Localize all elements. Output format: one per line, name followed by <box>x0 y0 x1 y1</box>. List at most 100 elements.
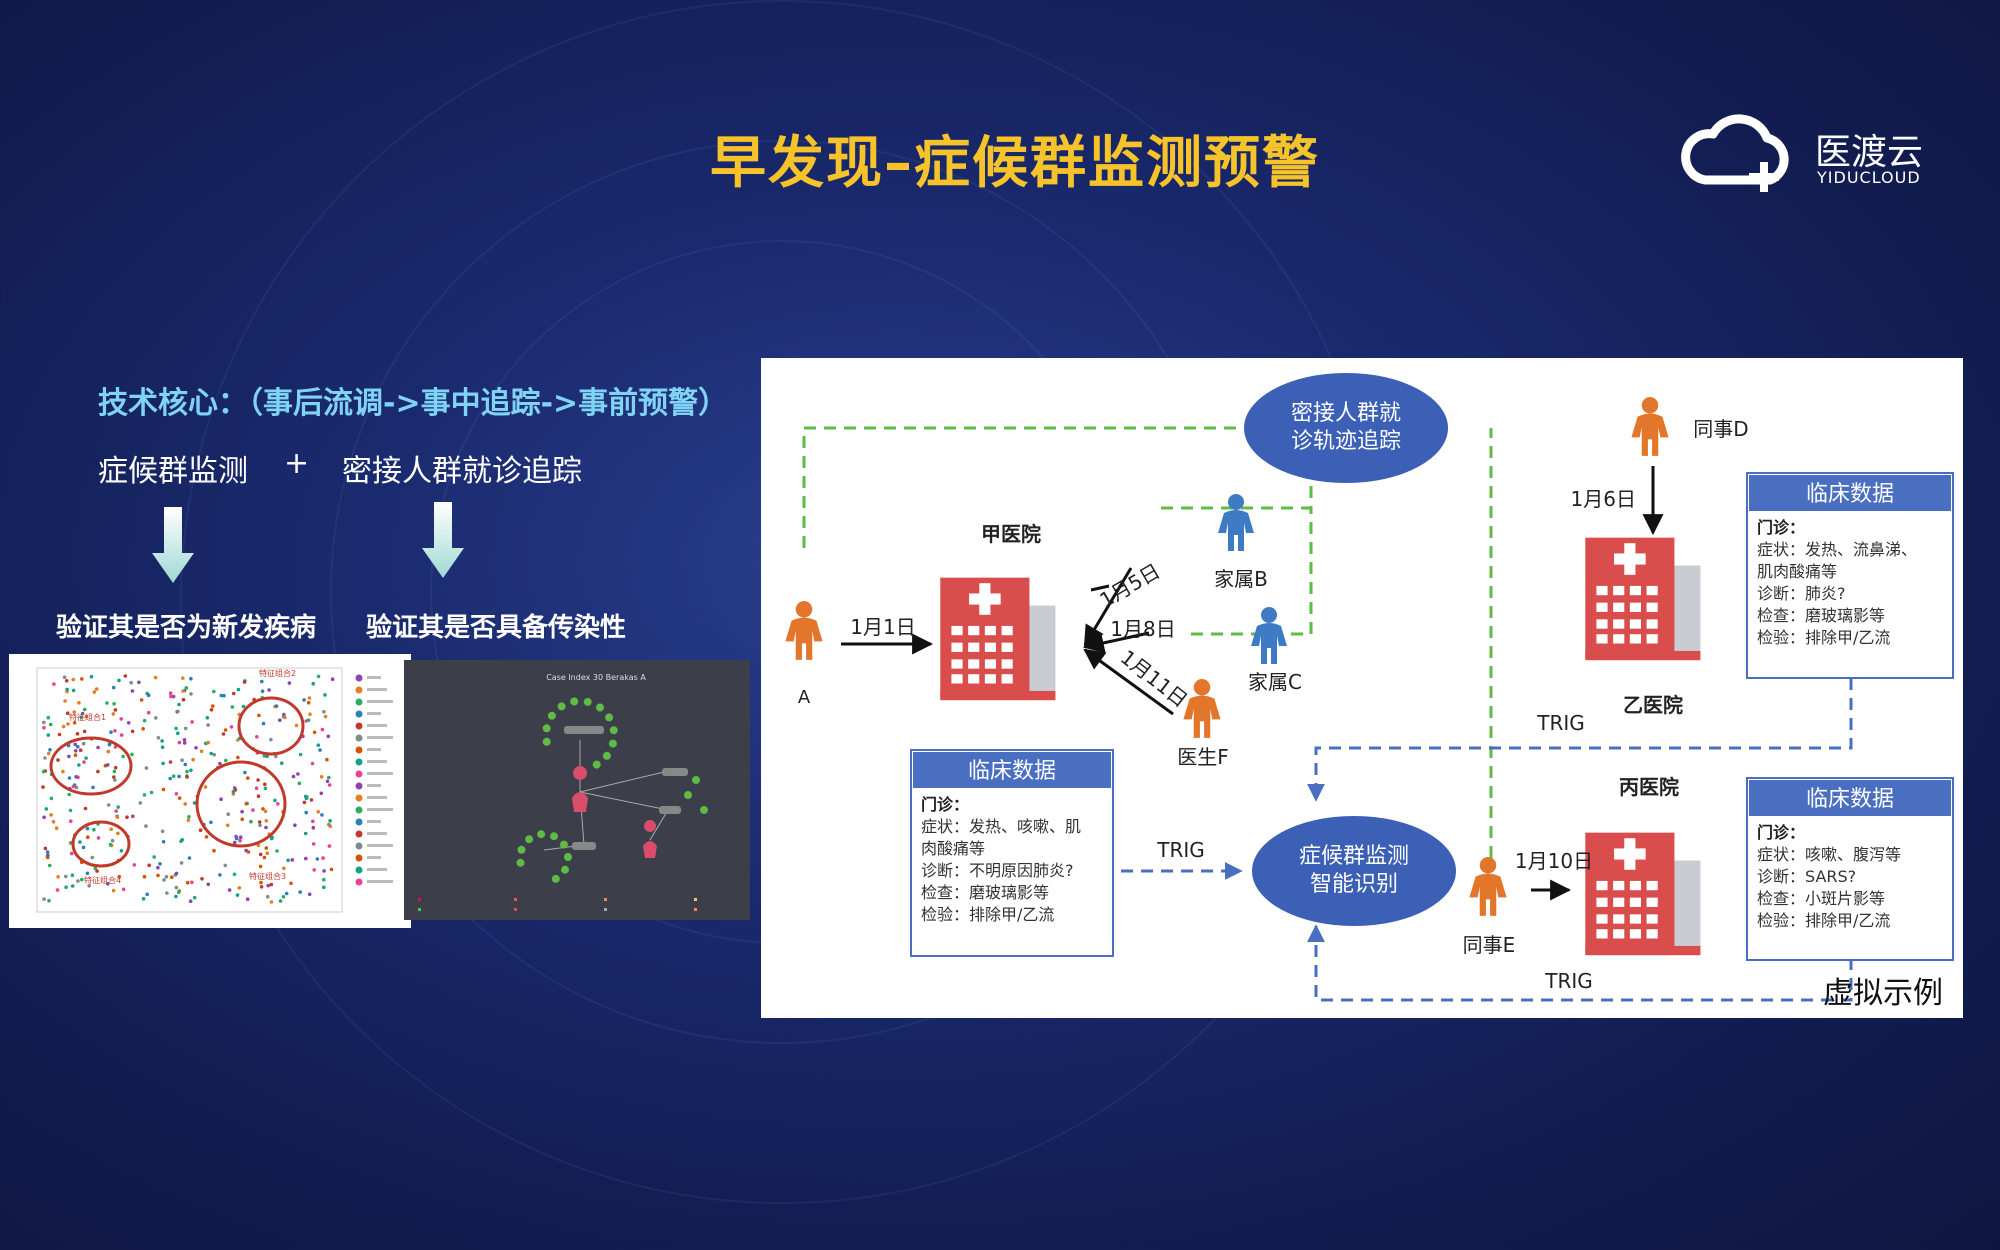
scatter-dot <box>146 693 151 698</box>
scatter-dot <box>183 802 187 806</box>
scatter-dot <box>176 709 180 714</box>
scatter-dot <box>74 785 79 790</box>
scatter-dot <box>315 857 320 861</box>
scatter-dot <box>77 701 81 705</box>
scatter-dot <box>318 748 322 752</box>
scatter-dot <box>231 789 236 794</box>
scatter-dot <box>67 776 72 780</box>
scatter-dot <box>259 880 263 885</box>
scatter-dot <box>119 849 124 853</box>
scatter-dot <box>185 769 189 774</box>
scatter-dot <box>263 809 268 814</box>
cloud-logo-icon <box>1681 114 1789 192</box>
scatter-dot <box>258 823 262 827</box>
scatter-dot <box>42 815 46 820</box>
scatter-dot <box>330 677 335 681</box>
legend-text-placeholder <box>367 832 387 835</box>
scatter-dot <box>114 809 118 813</box>
scatter-dot <box>121 754 125 759</box>
clinical-box-line: 肉酸痛等 <box>921 839 985 858</box>
network-person-dot <box>692 776 700 784</box>
legend-dot <box>355 854 363 862</box>
scatter-dot <box>180 758 184 762</box>
scatter-dot <box>266 883 271 888</box>
clinical-box-line: 肌肉酸痛等 <box>1757 562 1837 581</box>
scatter-dot <box>264 846 269 850</box>
scatter-dot <box>70 873 75 877</box>
scatter-dot <box>293 823 297 827</box>
scatter-dot <box>177 796 182 800</box>
legend-dot <box>355 842 363 850</box>
scatter-dot <box>240 809 244 814</box>
date-label: 1月1日 <box>850 615 915 639</box>
scatter-dot <box>327 775 331 780</box>
tech-core-heading: 技术核心：（事后流调->事中追踪->事前预警） <box>98 386 729 421</box>
scatter-dot <box>189 692 193 696</box>
logo-name: 医渡云 <box>1815 132 1924 173</box>
legend-dot <box>355 830 363 838</box>
doctor-f-label: 医生F <box>1177 745 1229 769</box>
scatter-dot <box>149 790 154 795</box>
scatter-dot <box>327 844 332 848</box>
scatter-dot <box>94 687 99 691</box>
clinical-box-title: 门诊： <box>1757 518 1805 537</box>
scatter-dot <box>168 691 173 695</box>
scatter-dot <box>46 855 50 860</box>
person-icon <box>1218 494 1254 551</box>
hospital-bing-label: 丙医院 <box>1619 775 1679 799</box>
legend-dot <box>355 734 363 742</box>
scatter-dot <box>169 694 173 699</box>
legend-dot <box>355 866 363 874</box>
scatter-dot <box>80 677 84 681</box>
scatter-dot <box>142 718 147 723</box>
scatter-dot <box>111 888 116 893</box>
cluster-label: 特征组合4 <box>84 875 121 885</box>
scatter-dot <box>177 740 182 745</box>
legend-dot <box>355 686 363 694</box>
scatter-dot <box>177 890 181 894</box>
scatter-dot <box>316 674 321 679</box>
cluster-label: 特征组合2 <box>259 668 296 678</box>
scatter-dot <box>174 871 179 876</box>
scatter-dot <box>273 798 277 803</box>
scatter-dot <box>310 761 315 766</box>
scatter-dot <box>264 825 268 830</box>
scatter-dot <box>160 829 165 834</box>
scatter-dot <box>189 676 193 681</box>
scatter-dot <box>311 842 316 846</box>
scatter-dot <box>86 835 90 839</box>
network-person-dot <box>559 840 568 849</box>
scatter-dot <box>184 686 189 690</box>
scatter-dot <box>107 742 112 747</box>
scatter-dot <box>291 774 296 779</box>
scatter-dot <box>257 820 262 824</box>
scatter-dot <box>177 774 181 779</box>
scatter-dot <box>139 698 144 702</box>
scatter-dot <box>119 733 124 737</box>
scatter-dot <box>183 762 188 767</box>
scatter-dot <box>325 779 330 784</box>
scatter-dot <box>49 813 53 817</box>
clinical-box-title: 门诊： <box>1757 823 1805 842</box>
scatter-dot <box>41 769 46 774</box>
scatter-dot <box>95 869 99 873</box>
scatter-dot <box>65 711 70 715</box>
scatter-dot <box>327 783 332 787</box>
scatter-dot <box>154 716 158 720</box>
scatter-dot <box>179 861 184 865</box>
scatter-dot <box>230 705 235 709</box>
clinical-data-box: 临床数据 门诊： 症状：发热、咳嗽、肌 肉酸痛等 诊断：不明原因肺炎? 检查：磨… <box>910 749 1114 957</box>
scatter-dot <box>200 877 204 881</box>
scatter-dot <box>96 745 100 750</box>
scatter-dot <box>63 699 67 703</box>
scatter-dot <box>209 708 214 712</box>
scatter-dot <box>156 865 160 870</box>
clinical-box-header: 临床数据 <box>1806 787 1894 812</box>
scatter-dot <box>116 805 120 809</box>
scatter-dot <box>282 866 286 871</box>
scatter-dot <box>78 840 82 844</box>
network-person-dot <box>537 830 546 839</box>
legend-dot <box>355 818 363 826</box>
legend-dot <box>355 746 363 754</box>
scatter-dot <box>240 817 244 822</box>
